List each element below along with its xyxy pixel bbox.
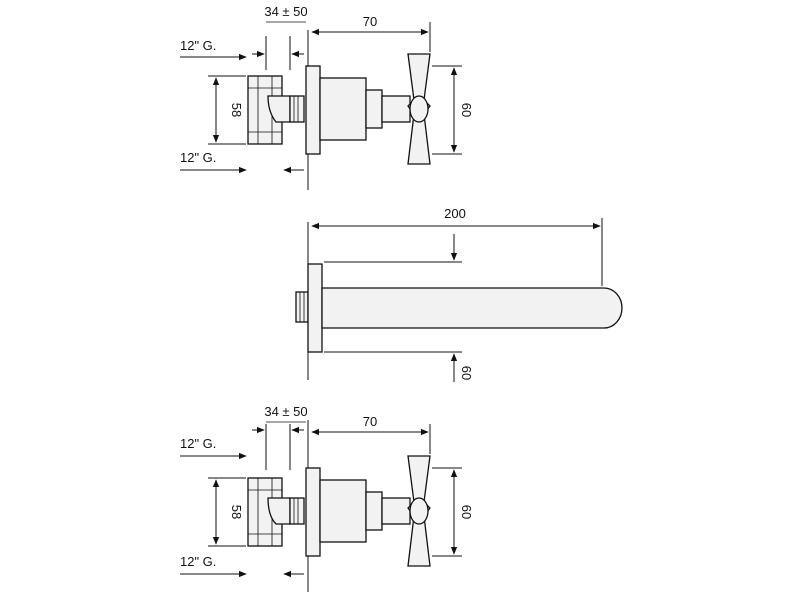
depth-dimension-label: 70 — [363, 414, 377, 429]
spindle — [381, 95, 411, 123]
spout-length-label: 200 — [444, 206, 466, 221]
bonnet — [319, 479, 367, 543]
spout-flange — [307, 263, 323, 353]
bottom-valve: 34 ± 50 70 58 60 12" G. 12" G. — [180, 404, 474, 592]
connector-pipe — [267, 95, 291, 123]
wall-flange — [305, 65, 321, 155]
spindle — [381, 497, 411, 525]
thread-label-bottom: 12" G. — [180, 554, 216, 569]
top-valve: 34 ± 50 70 58 60 12" G. 12" G. — [180, 4, 474, 190]
wall-flange — [305, 467, 321, 557]
spout-height-label: 60 — [459, 366, 474, 380]
bonnet — [319, 77, 367, 141]
thread-label-bottom: 12" G. — [180, 150, 216, 165]
handle-dimension-label: 60 — [459, 505, 474, 519]
spout-pipe — [321, 287, 623, 329]
offset-dimension-label: 34 ± 50 — [264, 4, 307, 19]
height-dimension-label: 58 — [229, 103, 244, 117]
spout: 200 60 — [295, 206, 623, 382]
handle-dimension-label: 60 — [459, 103, 474, 117]
height-dimension-label: 58 — [229, 505, 244, 519]
spindle-housing — [365, 89, 383, 129]
thread-label-top: 12" G. — [180, 38, 216, 53]
thread-nipple — [289, 95, 305, 123]
spout-thread — [295, 291, 309, 323]
thread-label-top: 12" G. — [180, 436, 216, 451]
depth-dimension-label: 70 — [363, 14, 377, 29]
connector-pipe — [267, 497, 291, 525]
offset-dimension-label: 34 ± 50 — [264, 404, 307, 419]
thread-nipple — [289, 497, 305, 525]
spindle-housing — [365, 491, 383, 531]
